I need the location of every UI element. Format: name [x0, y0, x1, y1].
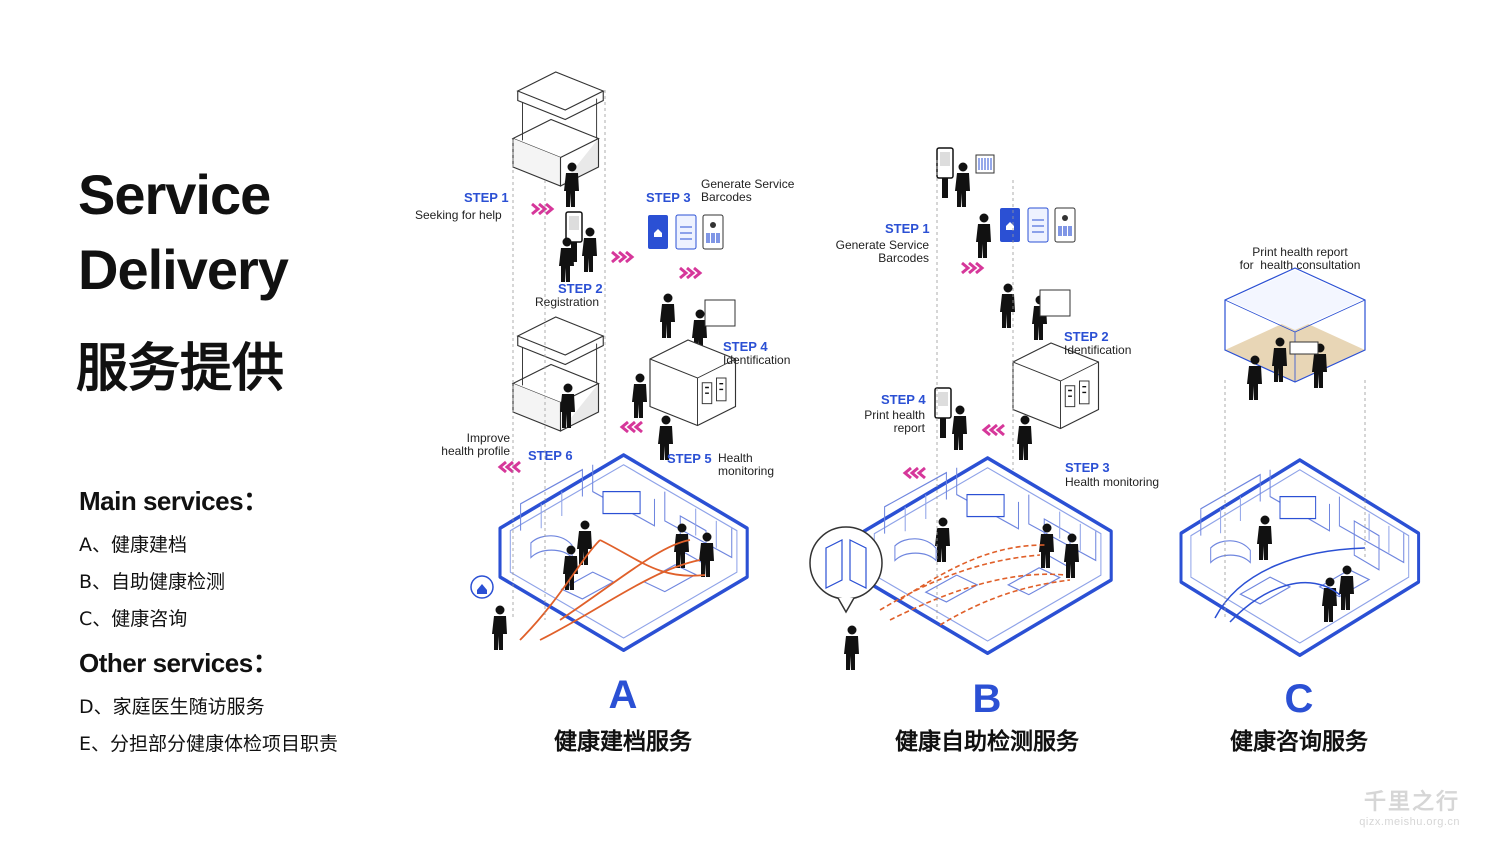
- panel-a-step1-label: STEP 1: [464, 190, 509, 205]
- main-service-b: B、自助健康检测: [79, 571, 226, 593]
- panel-b-letter: B: [972, 677, 1002, 721]
- panel-a-room: [470, 453, 750, 653]
- panel-c-room: [1179, 267, 1421, 658]
- panel-a-name: 健康建档服务: [554, 729, 692, 755]
- title-line-2: Delivery: [78, 238, 289, 301]
- panel-b-step1-label: STEP 1: [885, 221, 930, 236]
- watermark: 千里之行 qizx.meishu.org.cn: [1359, 784, 1460, 828]
- watermark-logo-text: 千里之行: [1363, 790, 1460, 815]
- main-service-a: A、健康建档: [79, 534, 187, 556]
- panel-c-letter: C: [1284, 677, 1314, 721]
- panel-b-step2-label: STEP 2: [1064, 329, 1109, 344]
- main-service-c: C、健康咨询: [79, 608, 188, 630]
- panel-a-step3-desc: Generate Service Barcodes: [701, 177, 795, 204]
- panel-b-step3-label: STEP 3: [1065, 460, 1110, 475]
- other-services-heading: Other services：: [79, 648, 279, 678]
- panel-b-step1-desc: Generate Service Barcodes: [835, 238, 929, 265]
- panel-a-flow: [498, 71, 737, 620]
- panel-c-name: 健康咨询服务: [1230, 729, 1368, 755]
- main-services-heading: Main services：: [79, 486, 269, 516]
- title-chinese: 服务提供: [76, 339, 285, 399]
- panel-a-step4-label: STEP 4: [723, 339, 768, 354]
- title-line-1: Service: [78, 163, 271, 226]
- panel-a-step5-desc: Health monitoring: [718, 451, 775, 478]
- panel-a-step2-label: STEP 2: [558, 281, 603, 296]
- panel-a-step6-desc: Improve health profile: [441, 431, 510, 458]
- other-service-d: D、家庭医生随访服务: [79, 696, 265, 718]
- other-service-e: E、分担部分健康体检项目职责: [79, 733, 339, 755]
- panel-b-flow: [903, 147, 1100, 620]
- panel-b-step4-desc: Print health report: [864, 408, 925, 435]
- panel-b-name: 健康自助检测服务: [895, 729, 1079, 755]
- panel-b-step2-desc: Identification: [1064, 343, 1132, 357]
- panel-b-step3-desc: Health monitoring: [1065, 475, 1160, 489]
- panel-a-step4-desc: Identification: [723, 353, 791, 367]
- panel-a-step6-label: STEP 6: [528, 448, 573, 463]
- panel-a-step5-label: STEP 5: [667, 451, 712, 466]
- panel-a-step3-label: STEP 3: [646, 190, 691, 205]
- panel-c-note: Print health report for health consultat…: [1239, 245, 1361, 272]
- panel-a-step1-desc: Seeking for help: [415, 208, 502, 222]
- watermark-url: qizx.meishu.org.cn: [1359, 816, 1460, 828]
- panel-b-step4-label: STEP 4: [881, 392, 926, 407]
- panel-a-step2-desc: Registration: [535, 295, 600, 309]
- panel-b-room: [809, 456, 1114, 670]
- panel-a-letter: A: [608, 673, 638, 717]
